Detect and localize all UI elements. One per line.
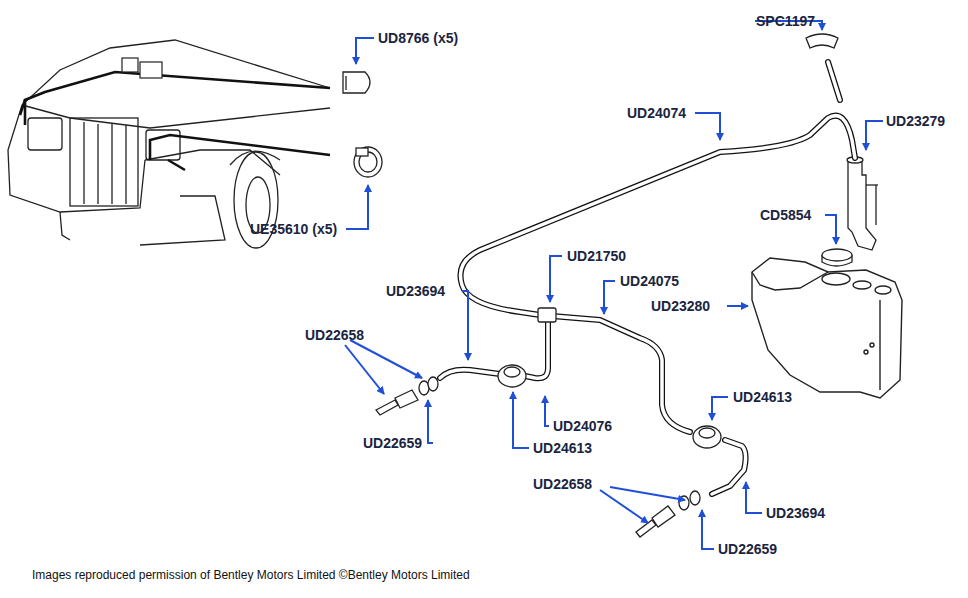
part-number: UD23280 [651, 298, 710, 314]
washer-jet [376, 377, 700, 537]
part-number: UD23279 [886, 113, 945, 129]
non-return-valve [498, 365, 721, 448]
washer-pipe-run [20, 72, 330, 170]
part-number: UD22658 [533, 476, 592, 492]
part-number: UD24613 [733, 389, 792, 405]
part-number: UD24613 [533, 440, 592, 456]
part-number: UD24075 [620, 273, 679, 289]
clip-symbol [343, 72, 370, 93]
copyright-caption: Images reproduced permission of Bentley … [32, 568, 470, 582]
part-number: CD5854 [760, 207, 811, 223]
part-number: UD8766 (x5) [378, 30, 458, 46]
part-number: UD24076 [553, 418, 612, 434]
part-number: UD22658 [305, 327, 364, 343]
washer-tank [752, 258, 902, 398]
part-number: UD23694 [766, 505, 825, 521]
part-number: UD24074 [627, 105, 686, 121]
t-piece [538, 308, 556, 322]
jet-pump-on-car [122, 58, 162, 78]
car-illustration [8, 40, 330, 248]
part-number: SPC1197 [756, 13, 815, 29]
washer-hoses [440, 62, 855, 494]
part-number: UD23694 [386, 283, 445, 299]
leader-arrows [345, 21, 883, 549]
part-number: UD22659 [363, 435, 422, 451]
tank-cap [822, 249, 852, 266]
hose-clamp-symbol [354, 147, 382, 177]
part-number: UD22659 [718, 541, 777, 557]
washer-pump [847, 157, 878, 250]
hose-clip [806, 34, 838, 48]
part-number: UD21750 [567, 248, 626, 264]
part-number: UE35610 (x5) [250, 221, 337, 237]
